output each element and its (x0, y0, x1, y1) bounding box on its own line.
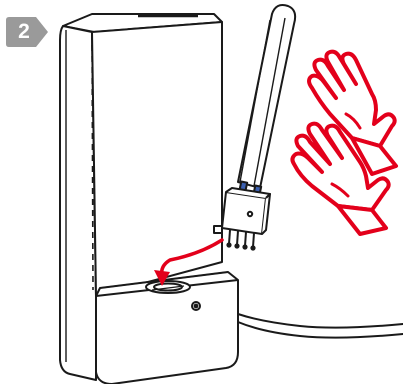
uv-lamp-icon (213, 4, 297, 251)
insert-arrow-icon (154, 238, 224, 286)
lamp-housing-icon (59, 13, 223, 381)
step-badge: 2 (6, 17, 50, 47)
gloved-hands-icon (290, 49, 398, 236)
power-cord (237, 313, 403, 339)
step-badge-icon (6, 17, 48, 47)
step-number: 2 (18, 20, 30, 43)
housing-base (95, 271, 239, 384)
